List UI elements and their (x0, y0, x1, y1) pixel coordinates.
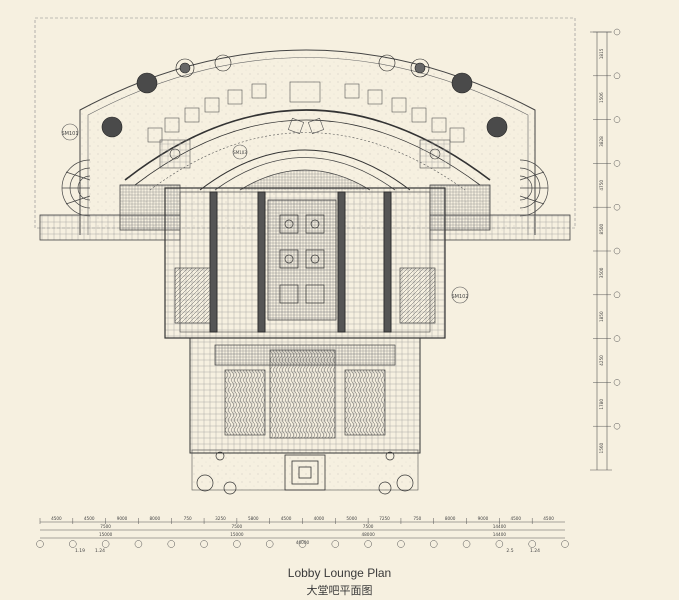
dimension-label: 15000 (99, 532, 113, 537)
axis-bubble (613, 335, 621, 342)
dimension-label: 14400 (493, 524, 507, 529)
dimension-label: 1780 (599, 399, 604, 410)
dimension-label: 5800 (248, 516, 259, 521)
tree-symbols (101, 54, 508, 138)
scale-note: 1.19 (75, 548, 85, 554)
right-lounge-booth (399, 267, 436, 324)
axis-bubble (613, 247, 621, 255)
dimension-label: 1850 (599, 311, 604, 322)
dimension-label: 4500 (51, 516, 62, 521)
lobby-inner-outline (179, 191, 431, 333)
axis-bubble (101, 540, 110, 548)
lounge-seating-line (149, 132, 466, 191)
entry-plaza (284, 454, 326, 491)
bottom-dimension-labels: 4500 4500 9000 8000 750 3250 5800 4500 4000 5000 7… (39, 516, 554, 545)
scale-notes: 1.19 1.24 2.5 1.24 (75, 548, 540, 554)
callout-right: SM102 (451, 286, 469, 304)
dimension-label: 750 (184, 516, 192, 521)
axis-bubble (69, 540, 77, 548)
dimension-label: 4000 (314, 516, 325, 521)
dimension-label: 4750 (599, 180, 604, 191)
dimension-label: 7500 (100, 524, 111, 529)
dimension-label: 3500 (599, 267, 604, 278)
callout-right-label: SM102 (451, 294, 468, 300)
central-carpet-area (267, 199, 337, 321)
dimension-label: 48000 (361, 532, 375, 537)
axis-bubble (613, 422, 621, 430)
dimension-label: 8500 (599, 223, 604, 234)
axis-bubble (36, 540, 44, 548)
callout-center-label: SM103 (233, 150, 247, 155)
axis-bubble (265, 540, 274, 548)
right-spiral-stair (519, 159, 549, 217)
dimension-label: 3250 (215, 516, 226, 521)
bottom-dimension-chain (40, 521, 565, 539)
outer-arc-inner-line (87, 57, 529, 235)
dimension-label: 8000 (150, 516, 161, 521)
dimension-label: 8000 (445, 516, 456, 521)
axis-bubble (613, 160, 621, 167)
dimension-label: 750 (413, 516, 421, 521)
dimension-label: 3828 (599, 136, 604, 147)
axis-bubble (364, 540, 372, 548)
left-spiral-stair (61, 159, 91, 217)
dimension-label: 4250 (599, 355, 604, 366)
dimension-label: 4500 (84, 516, 95, 521)
dimension-label: 1815 (599, 48, 604, 59)
left-lounge-booth (174, 267, 211, 324)
axis-bubble (613, 28, 621, 36)
caption-chinese: 大堂吧平面图 (306, 584, 373, 597)
scale-note: 1.24 (530, 548, 540, 554)
right-dimension-labels: 1815 1506 3828 4750 8500 3500 1850 4250 1780 1560 (593, 28, 621, 453)
central-stage (239, 169, 371, 191)
dimension-label: 4500 (281, 516, 292, 521)
axis-bubble (495, 540, 504, 548)
axis-bubble (613, 291, 621, 299)
lobby-lounge-floor-plan: SM101 SM102 SM103 1815 1506 3828 4750 8500 35… (34, 17, 621, 554)
parking-bays (224, 349, 386, 439)
scale-note: 1.24 (95, 548, 105, 554)
bar-counter-inner-arc (214, 157, 396, 191)
callout-left-label: SM101 (61, 131, 78, 137)
dimension-label: 7500 (232, 524, 243, 529)
caption-english: Lobby Lounge Plan (287, 566, 392, 580)
dimension-label: 4500 (543, 516, 554, 521)
floor-plan-drawing: SM101 SM102 SM103 1815 1506 3828 4750 8500 35… (34, 17, 621, 554)
axis-bubble (528, 540, 536, 548)
driveway-trees (196, 451, 414, 495)
axis-bubble (613, 116, 621, 123)
axis-bubble (331, 540, 340, 548)
axis-bubble (613, 379, 621, 386)
axis-bubble (200, 540, 208, 548)
dimension-label: 5000 (346, 516, 357, 521)
dimension-label: 46000 (296, 540, 310, 545)
dimension-label: 15000 (230, 532, 244, 537)
grid-axis-bubbles (36, 540, 569, 548)
axis-bubble (462, 540, 471, 548)
axis-bubble (167, 540, 175, 548)
dimension-label: 7500 (363, 524, 374, 529)
axis-bubble (613, 72, 621, 80)
dimension-label: 1560 (599, 442, 604, 453)
central-furniture (279, 214, 325, 304)
dimension-label: 14400 (493, 532, 507, 537)
callout-left: SM101 (61, 123, 79, 141)
colonnade-lines (209, 191, 392, 333)
callout-center: SM103 (232, 144, 248, 160)
axis-bubble (298, 540, 307, 548)
axis-bubble (561, 540, 569, 548)
dimension-label: 1506 (599, 92, 604, 103)
axis-bubble (134, 540, 143, 548)
bar-counter-arc (199, 149, 411, 191)
scale-note: 2.5 (506, 548, 513, 554)
dimension-label: 4500 (510, 516, 521, 521)
dimension-label: 9000 (117, 516, 128, 521)
axis-bubble (430, 540, 438, 548)
axis-bubble (233, 540, 241, 548)
axis-bubble (397, 540, 405, 548)
dimension-label: 7250 (379, 516, 390, 521)
dimension-label: 9000 (478, 516, 489, 521)
lounge-seating-groups (147, 81, 465, 169)
axis-bubble (613, 203, 621, 211)
